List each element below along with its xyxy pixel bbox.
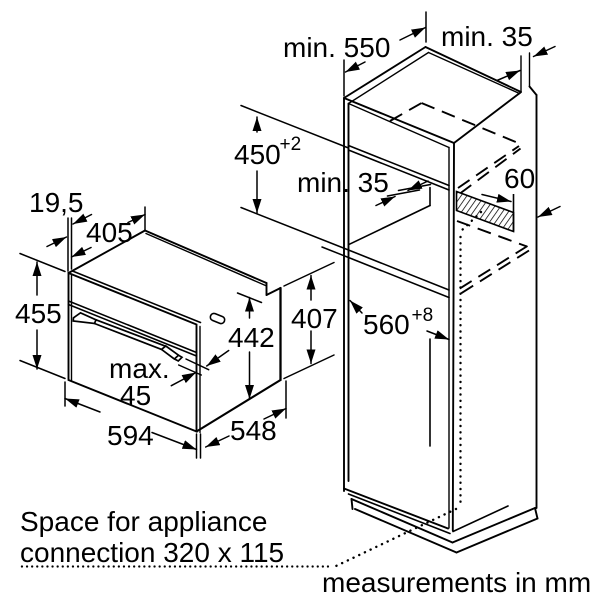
svg-text:455: 455 [15,298,62,329]
svg-text:442: 442 [228,322,275,353]
svg-text:connection 320 x 115: connection 320 x 115 [20,537,284,568]
svg-text:19,5: 19,5 [29,187,84,218]
svg-text:548: 548 [230,415,277,446]
svg-text:594: 594 [107,420,154,451]
svg-text:60: 60 [504,163,535,194]
svg-text:measurements in mm: measurements in mm [322,567,591,598]
svg-text:45: 45 [120,380,151,411]
svg-text:405: 405 [86,217,133,248]
svg-text:min. 35: min. 35 [297,167,389,198]
svg-text:max.: max. [109,353,170,384]
svg-text:min. 35: min. 35 [441,21,533,52]
svg-text:Space for appliance: Space for appliance [20,506,268,537]
svg-text:min. 550: min. 550 [283,32,390,63]
svg-text:+2: +2 [280,134,302,155]
svg-text:+8: +8 [412,305,434,326]
svg-text:450: 450 [234,139,281,170]
svg-text:407: 407 [291,303,338,334]
svg-text:560: 560 [363,309,410,340]
